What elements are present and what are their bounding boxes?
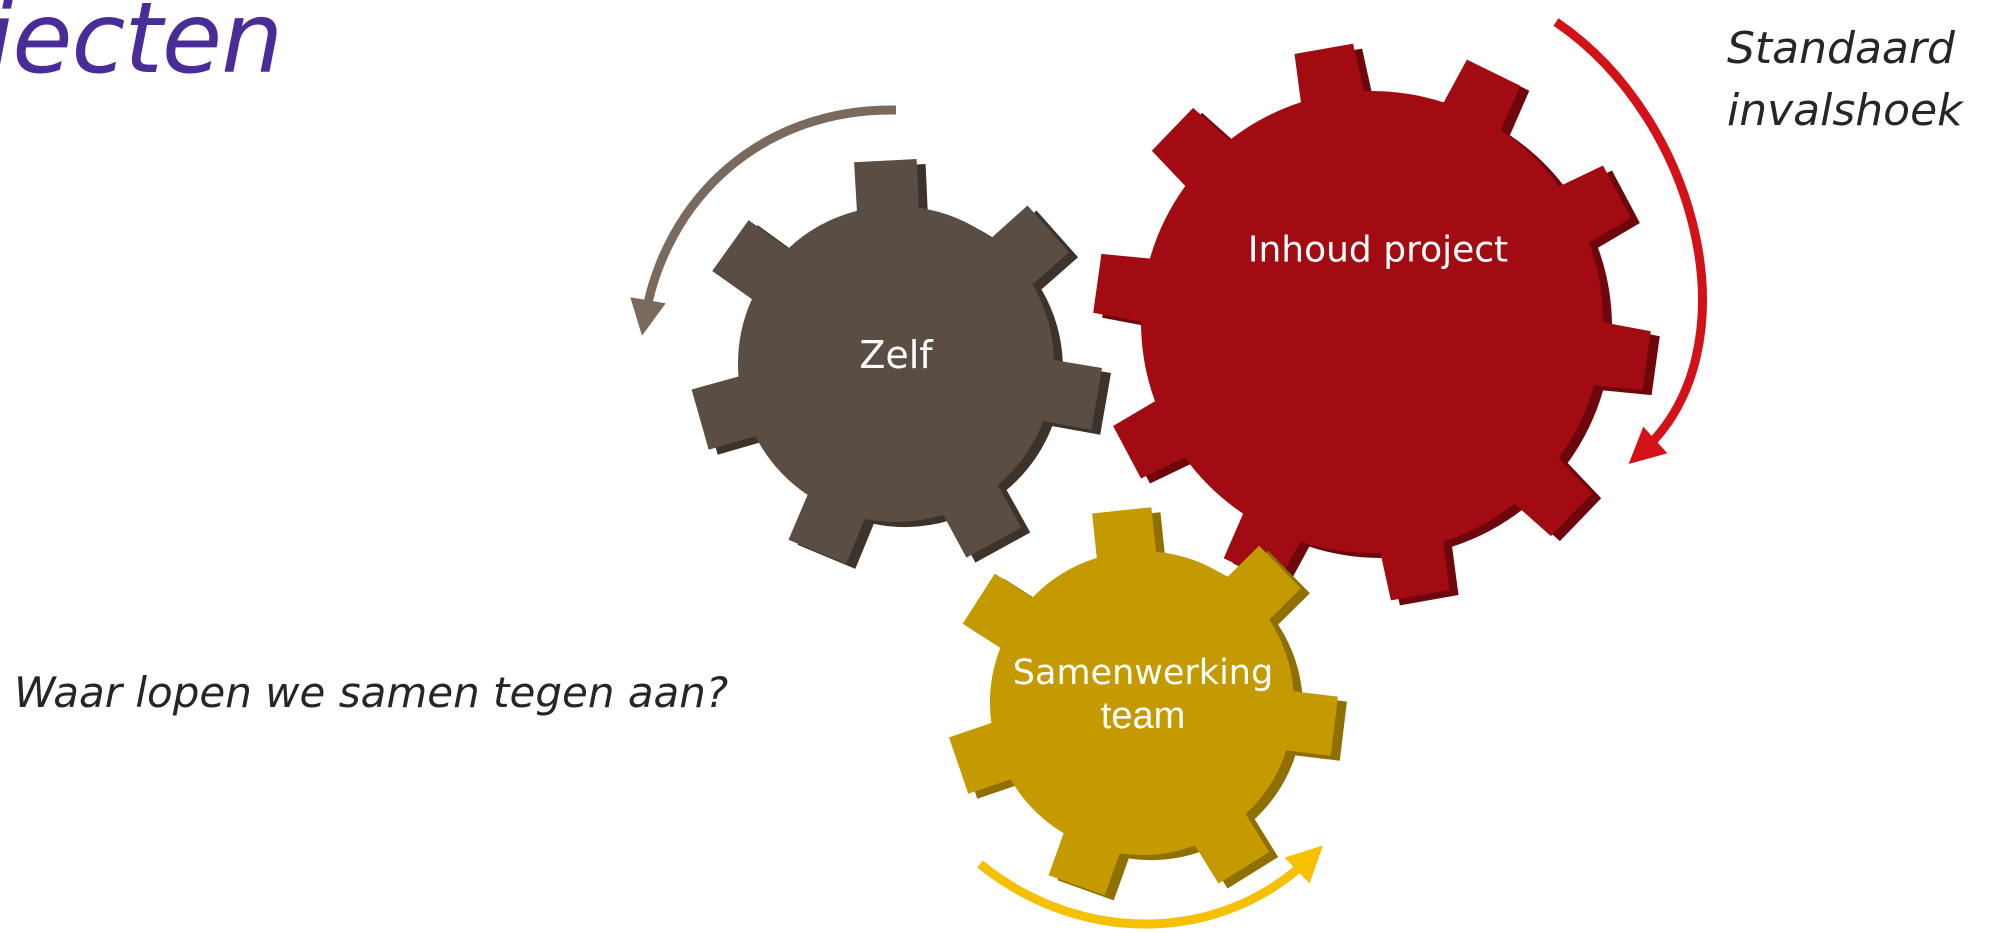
corner-note-line2: invalshoek bbox=[1727, 85, 1963, 136]
gear-team bbox=[949, 507, 1347, 901]
clockwise-arrow-content bbox=[1553, 18, 1707, 465]
gear-content-label: Inhoud project bbox=[1247, 229, 1509, 271]
counterclockwise-arrow-self bbox=[630, 105, 897, 336]
corner-note-line1: Standaard bbox=[1727, 23, 1955, 74]
gear-team-label-line1: Samenwerking bbox=[1012, 653, 1274, 694]
slide-title: jecten bbox=[0, 0, 283, 96]
clockwise-arrow-team bbox=[977, 845, 1323, 929]
gear-team-label-line2: team bbox=[1100, 695, 1186, 738]
question-text: Waar lopen we samen tegen aan? bbox=[14, 668, 729, 717]
gear-content bbox=[1093, 43, 1660, 606]
corner-note: Standaard invalshoek bbox=[1727, 18, 1963, 142]
gear-self-body bbox=[691, 159, 1102, 564]
gear-team-label: Samenwerking team bbox=[1013, 652, 1273, 740]
gear-team-body bbox=[949, 507, 1338, 896]
gear-self bbox=[691, 159, 1111, 569]
gear-content-body bbox=[1093, 43, 1651, 601]
gear-self-label: Zelf bbox=[859, 333, 933, 378]
